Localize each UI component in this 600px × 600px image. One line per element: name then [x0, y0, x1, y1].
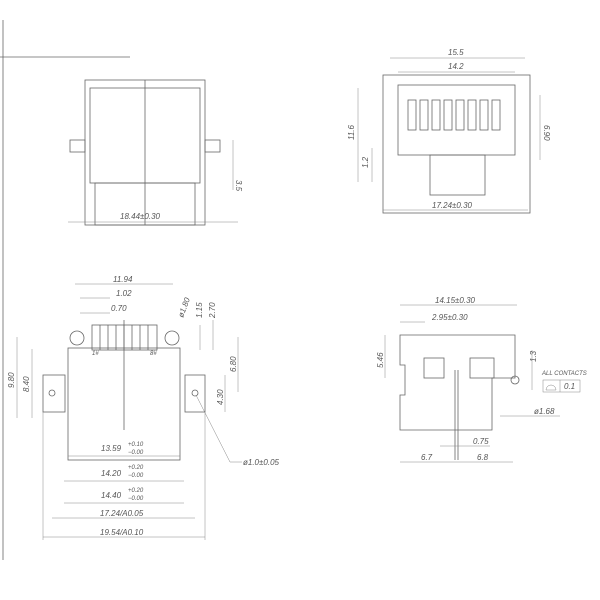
side-view: 15.5 14.2 11.6 1.2 6.90 17.24±0.30	[347, 48, 551, 214]
dim-inner: 14.2	[448, 62, 464, 71]
dim-foot: 17.24±0.30	[432, 201, 473, 210]
dim-peg: ø1.0±0.05	[243, 458, 280, 467]
flatness-symbol	[545, 384, 557, 391]
dim-width: 18.44±0.30	[120, 212, 161, 221]
dim-span: 11.94	[113, 275, 133, 284]
profile-view: 14.15±0.30 2.95±0.30 5.46 1.3 ALL CONTAC…	[376, 296, 587, 463]
dim-base: 1.2	[361, 156, 370, 168]
dim-w3: 14.40	[101, 491, 122, 500]
pcb-layout: 11.94 1.02 0.70 ø1.80 1.15 2.70 9.80 8.4…	[7, 275, 280, 540]
tol: −0.00	[128, 473, 144, 479]
dim-left: 6.7	[421, 453, 433, 462]
dim-dia: ø1.68	[534, 407, 555, 416]
dim-1-3: 1.3	[529, 350, 538, 362]
pin8-label: 8#	[150, 351, 157, 357]
dim-length: 14.15±0.30	[435, 296, 476, 305]
dim-9-80: 9.80	[7, 372, 16, 388]
tol: +0.10	[128, 442, 144, 448]
dim-w4: 17.24/A0.05	[100, 509, 144, 518]
dim-w1: 13.59	[101, 444, 122, 453]
dim-height: 11.6	[347, 124, 356, 140]
flatness-value: 0.1	[564, 382, 575, 391]
dim-4-30: 4.30	[216, 389, 225, 405]
front-view: 18.44±0.30 3.5	[68, 79, 243, 226]
dim-2-70: 2.70	[208, 302, 217, 319]
dim-pad: 0.70	[111, 304, 127, 313]
tol: −0.00	[128, 450, 144, 456]
dim-offset: 2.95±0.30	[431, 313, 468, 322]
tol: +0.20	[128, 488, 144, 494]
dim-6-80: 6.80	[229, 356, 238, 372]
dim-height: 5.46	[376, 352, 385, 368]
dim-w2: 14.20	[101, 469, 122, 478]
dim-pin: 0.75	[473, 437, 489, 446]
dim-pin: 6.90	[542, 125, 551, 141]
tol: +0.20	[128, 465, 144, 471]
tol: −0.00	[128, 496, 144, 502]
dim-tab: 3.5	[234, 180, 243, 192]
pin1-label: 1#	[92, 351, 99, 357]
dim-w5: 19.54/A0.10	[100, 528, 144, 537]
dim-8-40: 8.40	[22, 376, 31, 392]
dim-1-15: 1.15	[195, 302, 204, 318]
dim-pitch: 1.02	[116, 289, 132, 298]
note-all-contacts: ALL CONTACTS	[541, 371, 587, 377]
dim-right: 6.8	[477, 453, 489, 462]
dim-outer: 15.5	[448, 48, 464, 57]
dim-hole: ø1.80	[176, 296, 192, 319]
